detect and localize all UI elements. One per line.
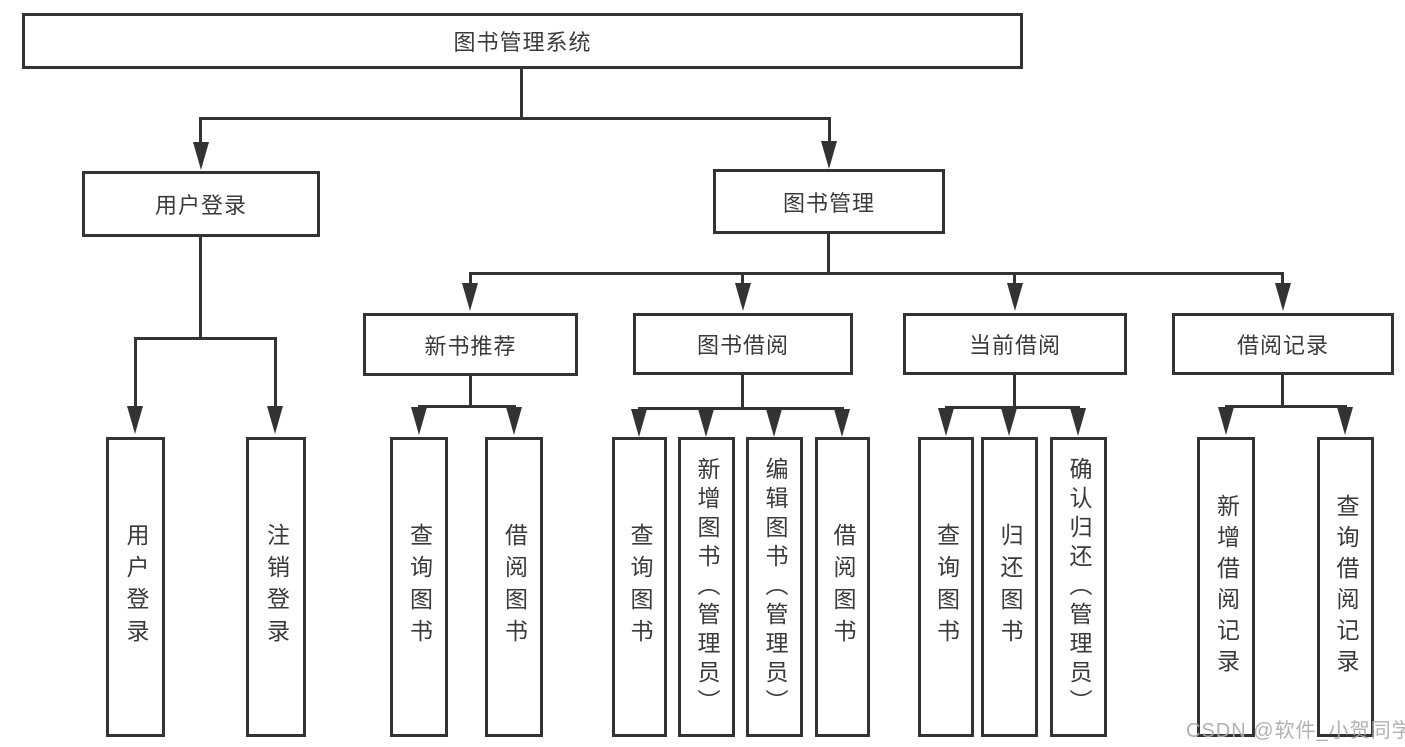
leaf-borrow-book-1: 借阅图书 bbox=[485, 437, 543, 737]
node-new-book-recommend: 新书推荐 bbox=[363, 313, 578, 376]
leaf-return-book: 归还图书 bbox=[981, 437, 1038, 737]
arrowhead-icon bbox=[1007, 283, 1023, 311]
edge-userlogin-drop-left bbox=[134, 337, 137, 407]
leaf-add-borrow-record-label: 新增借阅记录 bbox=[1213, 494, 1240, 680]
node-book-borrow-label: 图书借阅 bbox=[696, 333, 789, 358]
edge-bookmgmt-stem bbox=[827, 234, 830, 275]
arrowhead-icon bbox=[631, 409, 647, 437]
node-book-management-label: 图书管理 bbox=[782, 190, 875, 216]
edge-borrowrecord-stem bbox=[1281, 375, 1284, 408]
arrowhead-icon bbox=[127, 406, 143, 434]
csdn-watermark: CSDN @软件_小贺同学 bbox=[1186, 720, 1405, 742]
arrowhead-icon bbox=[506, 407, 522, 435]
edge-currentborrow-stem bbox=[1013, 375, 1016, 409]
edge-newbook-branch bbox=[418, 405, 516, 408]
edge-borrowrecord-branch bbox=[1225, 405, 1347, 408]
arrowhead-icon bbox=[821, 141, 837, 169]
leaf-edit-book-admin-label: 编辑图书（管理员） bbox=[762, 456, 788, 718]
leaf-logout: 注销登录 bbox=[246, 437, 306, 737]
leaf-user-login-label: 用户登录 bbox=[123, 523, 149, 651]
leaf-user-login: 用户登录 bbox=[106, 437, 165, 737]
node-book-management: 图书管理 bbox=[713, 169, 945, 234]
arrowhead-icon bbox=[938, 408, 954, 436]
leaf-query-book-2: 查询图书 bbox=[612, 437, 667, 737]
edge-userlogin-drop-right bbox=[274, 337, 277, 407]
leaf-query-book-1: 查询图书 bbox=[390, 437, 448, 737]
leaf-logout-label: 注销登录 bbox=[263, 523, 290, 651]
arrowhead-icon bbox=[735, 283, 751, 311]
edge-root-drop-right bbox=[828, 117, 831, 142]
edge-bookmgmt-branch bbox=[469, 272, 1284, 275]
leaf-confirm-return-admin-label: 确认归还（管理员） bbox=[1066, 456, 1092, 718]
leaf-query-book-2-label: 查询图书 bbox=[627, 523, 653, 651]
arrowhead-icon bbox=[267, 406, 283, 434]
leaf-add-book-admin-label: 新增图书（管理员） bbox=[694, 456, 720, 718]
leaf-query-book-3: 查询图书 bbox=[918, 437, 974, 737]
arrowhead-icon bbox=[1001, 408, 1017, 436]
edge-currentborrow-branch bbox=[945, 406, 1080, 409]
leaf-query-borrow-record-label: 查询借阅记录 bbox=[1333, 494, 1359, 680]
node-book-borrow: 图书借阅 bbox=[633, 313, 853, 375]
node-current-borrow: 当前借阅 bbox=[903, 313, 1127, 375]
arrowhead-icon bbox=[1275, 283, 1291, 311]
edge-newbook-stem bbox=[469, 376, 472, 408]
leaf-confirm-return-admin: 确认归还（管理员） bbox=[1050, 437, 1107, 737]
arrowhead-icon bbox=[834, 409, 850, 437]
leaf-query-book-1-label: 查询图书 bbox=[406, 523, 433, 651]
edge-userlogin-branch bbox=[134, 337, 277, 340]
arrowhead-icon bbox=[1218, 407, 1234, 435]
node-root-label: 图书管理系统 bbox=[453, 30, 592, 55]
leaf-return-book-label: 归还图书 bbox=[997, 523, 1023, 651]
edge-bookmgmt-drop-1 bbox=[469, 272, 472, 284]
edge-root-stem bbox=[520, 68, 523, 118]
leaf-query-borrow-record: 查询借阅记录 bbox=[1317, 437, 1374, 737]
node-user-login-label: 用户登录 bbox=[154, 193, 247, 218]
arrowhead-icon bbox=[766, 409, 782, 437]
node-user-login: 用户登录 bbox=[82, 171, 320, 237]
node-root: 图书管理系统 bbox=[22, 13, 1023, 69]
edge-bookmgmt-drop-4 bbox=[1281, 272, 1284, 284]
edge-bookmgmt-drop-3 bbox=[1013, 272, 1016, 284]
arrowhead-icon bbox=[462, 283, 478, 311]
leaf-borrow-book-2: 借阅图书 bbox=[815, 437, 870, 737]
node-current-borrow-label: 当前借阅 bbox=[968, 333, 1061, 358]
edge-root-drop-left bbox=[199, 117, 202, 143]
edge-root-branch bbox=[199, 117, 831, 120]
leaf-edit-book-admin: 编辑图书（管理员） bbox=[746, 437, 803, 737]
node-borrow-record-label: 借阅记录 bbox=[1236, 333, 1329, 358]
arrowhead-icon bbox=[193, 142, 209, 170]
edge-bookborrow-stem bbox=[741, 375, 744, 410]
arrowhead-icon bbox=[1070, 408, 1086, 436]
arrowhead-icon bbox=[1337, 407, 1353, 435]
arrowhead-icon bbox=[698, 409, 714, 437]
leaf-add-book-admin: 新增图书（管理员） bbox=[678, 437, 735, 737]
leaf-query-book-3-label: 查询图书 bbox=[933, 523, 960, 651]
node-new-book-recommend-label: 新书推荐 bbox=[424, 333, 517, 359]
edge-bookmgmt-drop-2 bbox=[741, 272, 744, 284]
node-borrow-record: 借阅记录 bbox=[1172, 313, 1394, 375]
leaf-borrow-book-2-label: 借阅图书 bbox=[830, 523, 856, 651]
edge-userlogin-stem bbox=[199, 237, 202, 340]
edge-bookborrow-branch bbox=[638, 407, 844, 410]
leaf-add-borrow-record: 新增借阅记录 bbox=[1197, 437, 1255, 737]
leaf-borrow-book-1-label: 借阅图书 bbox=[501, 523, 528, 651]
arrowhead-icon bbox=[411, 407, 427, 435]
